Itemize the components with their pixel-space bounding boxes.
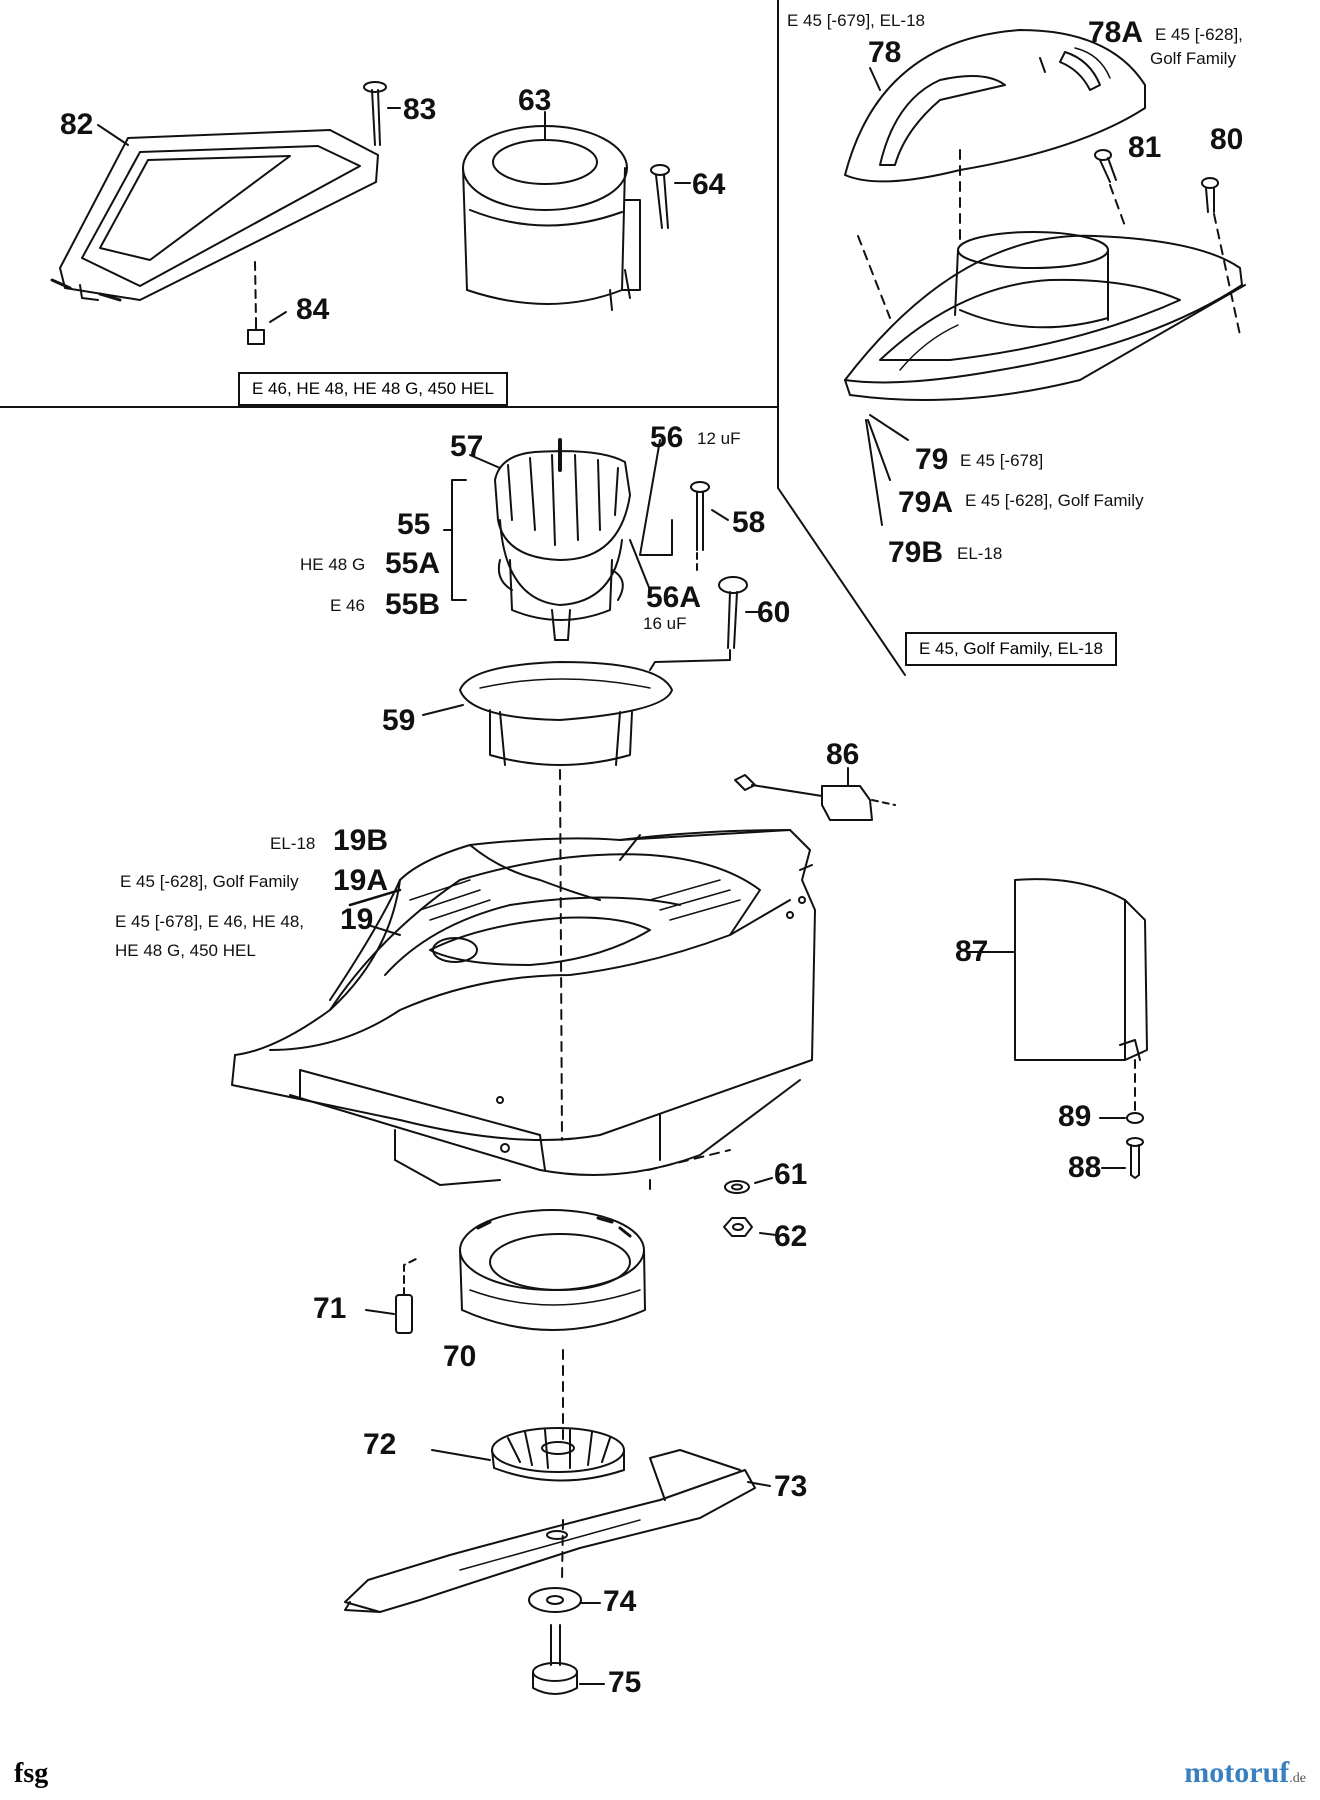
part-79-housing (844, 231, 1246, 401)
part-82-cover (50, 129, 379, 302)
brand-logo: motoruf.de (1184, 1756, 1306, 1790)
label-part-79: 79 (915, 443, 949, 476)
part-19-deck (231, 829, 816, 1186)
label-part-55: 55 (397, 508, 431, 541)
note-part-19b: EL-18 (270, 834, 316, 853)
label-part-82: 82 (60, 108, 94, 141)
label-part-78: 78 (868, 36, 902, 69)
note-part-55a: HE 48 G (300, 555, 366, 574)
part-83-screw (363, 81, 401, 146)
part-71-pin (365, 1257, 419, 1334)
label-part-87: 87 (955, 935, 989, 968)
part-61-washer (724, 1177, 773, 1194)
note-part-78a-line2: Golf Family (1150, 49, 1236, 68)
caption-top-left-panel: E 46, HE 48, HE 48 G, 450 HEL (238, 372, 508, 406)
label-part-79a: 79A (898, 486, 954, 519)
part-70-ring (459, 1209, 646, 1331)
part-84-screw (247, 261, 287, 345)
label-part-81: 81 (1128, 131, 1162, 164)
label-part-62: 62 (774, 1220, 808, 1253)
label-part-55b: 55B (385, 588, 441, 621)
label-part-19a: 19A (333, 864, 389, 897)
label-part-55a: 55A (385, 547, 441, 580)
label-part-70: 70 (443, 1340, 477, 1373)
part-63-fan-housing (462, 111, 641, 311)
panel-dividers (0, 0, 906, 676)
part-19-leader (367, 924, 401, 936)
part-72-fan (431, 1427, 625, 1482)
label-part-86: 86 (826, 738, 860, 771)
note-part-56: 12 uF (697, 429, 741, 448)
part-60-pin (649, 576, 761, 671)
note-part-19-line2: HE 48 G, 450 HEL (115, 941, 256, 960)
caption-top-right-panel: E 45, Golf Family, EL-18 (905, 632, 1117, 666)
part-79-leaders (865, 414, 909, 526)
part-87-plate (967, 878, 1148, 1061)
part-75-bolt (532, 1624, 605, 1695)
label-part-83: 83 (403, 93, 437, 126)
label-part-56: 56 (650, 421, 684, 454)
label-part-79b: 79B (888, 536, 944, 569)
note-part-79b: EL-18 (957, 544, 1003, 563)
label-part-64: 64 (692, 168, 726, 201)
part-78-upper-cover (844, 29, 1146, 183)
label-part-88: 88 (1068, 1151, 1102, 1184)
note-part-19-line1: E 45 [-678], E 46, HE 48, (115, 912, 305, 931)
part-81-screw (1094, 149, 1117, 183)
label-part-57: 57 (450, 430, 484, 463)
brand-suffix: .de (1289, 1771, 1306, 1786)
part-89-washer (1099, 1112, 1144, 1124)
part-55-bracket (443, 479, 467, 601)
label-part-74: 74 (603, 1585, 637, 1618)
part-62-nut (723, 1217, 777, 1237)
part-57-motor (494, 438, 631, 641)
label-part-89: 89 (1058, 1100, 1092, 1133)
label-part-78a: 78A (1088, 16, 1144, 49)
part-64-screw (650, 164, 691, 229)
note-part-55b: E 46 (330, 596, 365, 615)
part-86-bracket (734, 767, 896, 821)
part-59-motor-base (422, 661, 673, 766)
label-part-58: 58 (732, 506, 766, 539)
diagram-code: fsg (14, 1758, 49, 1789)
label-part-71: 71 (313, 1292, 347, 1325)
part-56-capacitor (629, 439, 673, 591)
label-part-59: 59 (382, 704, 416, 737)
note-part-79: E 45 [-678] (960, 451, 1044, 470)
label-part-80: 80 (1210, 123, 1244, 156)
label-part-73: 73 (774, 1470, 808, 1503)
label-part-63: 63 (518, 84, 552, 117)
central-axis (559, 769, 731, 1581)
guide-lines-top-right (857, 149, 1241, 336)
part-88-bolt (1101, 1059, 1144, 1179)
note-part-19a: E 45 [-628], Golf Family (120, 872, 299, 891)
label-part-84: 84 (296, 293, 330, 326)
label-part-61: 61 (774, 1158, 808, 1191)
note-part-78: E 45 [-679], EL-18 (787, 11, 925, 30)
label-part-19: 19 (340, 903, 374, 936)
part-80-screw (1201, 177, 1219, 213)
label-part-56a: 56A (646, 581, 702, 614)
brand-name: motoruf (1184, 1756, 1290, 1789)
leader-lines (97, 57, 1046, 469)
part-73-blade (344, 1449, 771, 1613)
part-58-screw (690, 481, 729, 571)
part-74-washer (528, 1587, 601, 1613)
label-part-19b: 19B (333, 824, 389, 857)
label-part-60: 60 (757, 596, 791, 629)
label-part-72: 72 (363, 1428, 397, 1461)
label-part-75: 75 (608, 1666, 642, 1699)
note-part-78a-line1: E 45 [-628], (1155, 25, 1243, 44)
note-part-56a: 16 uF (643, 614, 687, 633)
note-part-79a: E 45 [-628], Golf Family (965, 491, 1144, 510)
